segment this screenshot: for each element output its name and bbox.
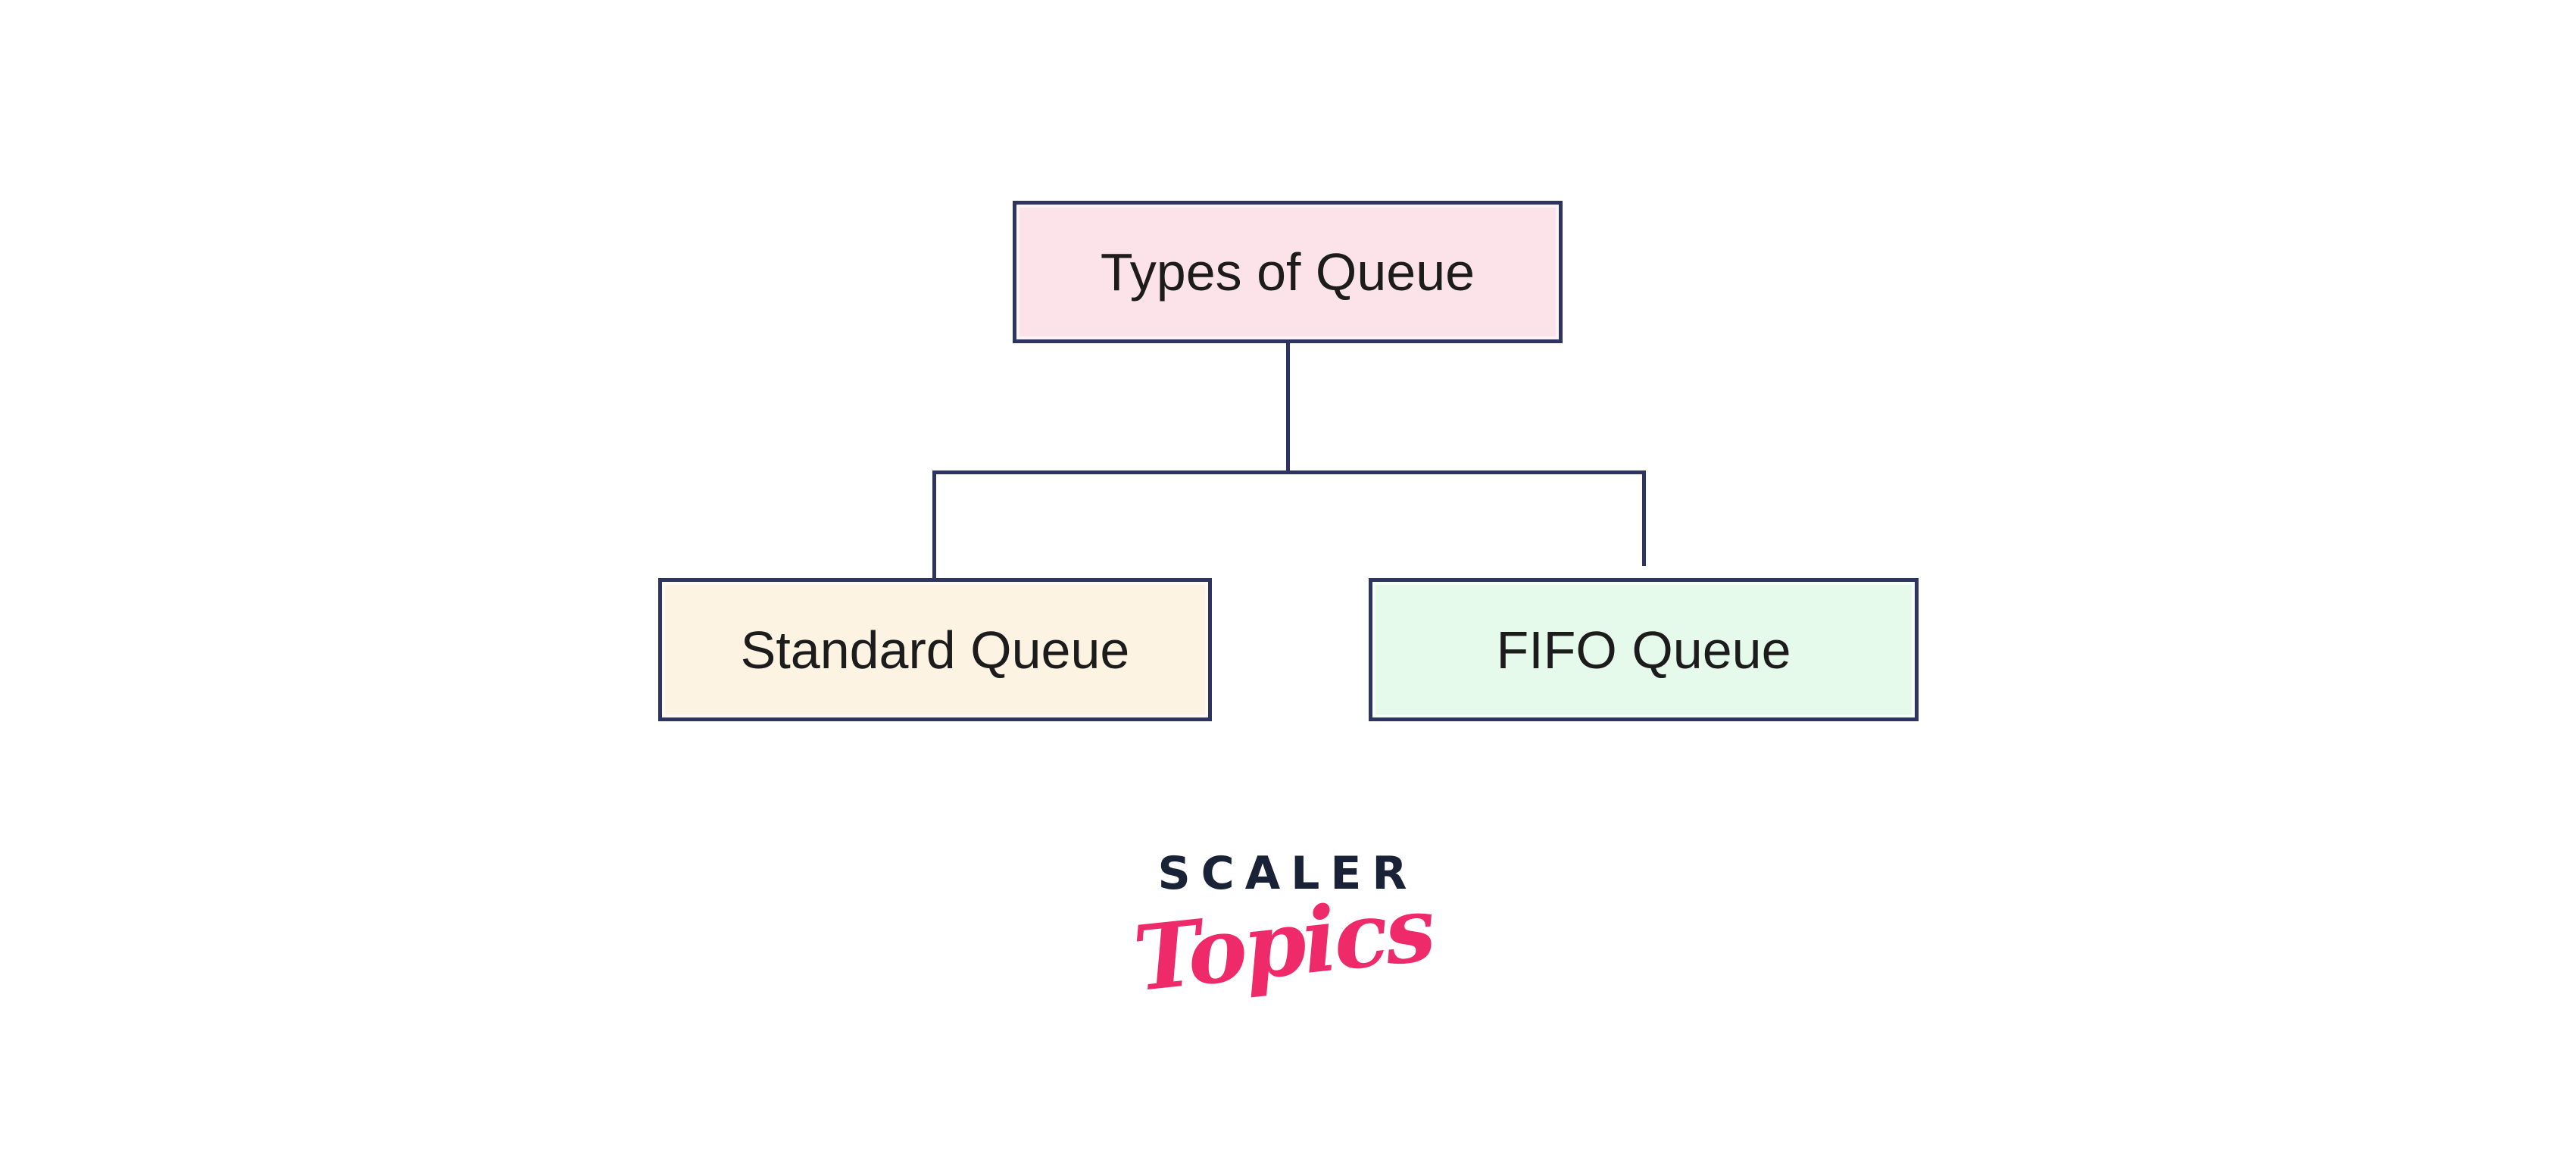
child-node-standard-queue: Standard Queue: [658, 578, 1212, 721]
fifo-queue-label: FIFO Queue: [1496, 620, 1791, 680]
connector-drop-right: [1642, 470, 1646, 566]
standard-queue-label: Standard Queue: [740, 620, 1130, 680]
child-node-fifo-queue: FIFO Queue: [1369, 578, 1919, 721]
root-node-types-of-queue: Types of Queue: [1013, 201, 1563, 343]
scaler-wordmark: SCALER: [1157, 847, 1418, 900]
connector-horizontal: [932, 470, 1646, 474]
connector-stem: [1286, 342, 1290, 472]
root-node-label: Types of Queue: [1100, 242, 1475, 302]
connector-drop-left: [932, 470, 936, 580]
